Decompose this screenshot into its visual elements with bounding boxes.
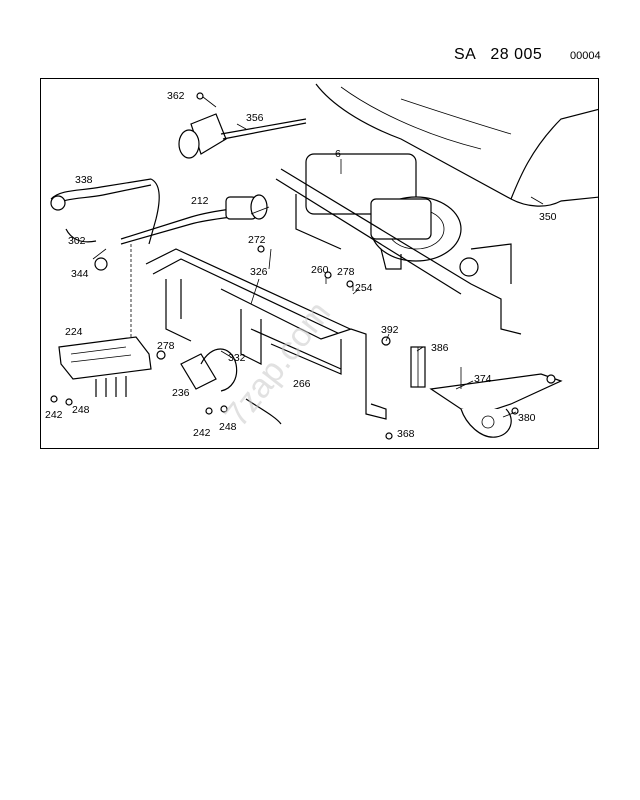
callout-212: 212 <box>191 195 209 207</box>
callout-302: 302 <box>68 235 86 247</box>
callout-278-lower: 278 <box>157 340 175 352</box>
callout-362: 362 <box>167 90 185 102</box>
callout-266: 266 <box>293 378 311 390</box>
plug-302-344 <box>65 228 108 271</box>
winch-6 <box>275 153 522 335</box>
callout-260: 260 <box>311 264 329 276</box>
callout-326: 326 <box>250 266 268 278</box>
callout-350: 350 <box>539 211 557 223</box>
callout-242-left: 242 <box>45 409 63 421</box>
leader-lines <box>220 123 544 418</box>
clamp-236 <box>180 348 282 425</box>
callout-278-upper: 278 <box>337 266 355 278</box>
callout-386: 386 <box>431 342 449 354</box>
diagram-subcode: 00004 <box>570 50 601 62</box>
callout-356: 356 <box>246 112 264 124</box>
callout-368: 368 <box>397 428 415 440</box>
callout-6: 6 <box>335 148 341 160</box>
control-box-224 <box>58 244 152 397</box>
callout-392: 392 <box>381 324 399 336</box>
callout-254: 254 <box>355 282 373 294</box>
tool-338 <box>50 178 160 245</box>
fasteners <box>50 245 519 440</box>
callout-332: 332 <box>228 352 246 364</box>
engine-body-350 <box>315 83 598 207</box>
exploded-view-drawing: 362 356 6 338 212 350 302 272 344 326 26… <box>45 83 598 440</box>
bracket-266 <box>145 248 387 420</box>
callout-374: 374 <box>474 373 492 385</box>
callout-338: 338 <box>75 174 93 186</box>
exploded-view-frame: 362 356 6 338 212 350 302 272 344 326 26… <box>40 78 599 449</box>
callout-248-right: 248 <box>219 421 237 433</box>
bracket-374 <box>429 367 563 438</box>
callout-344: 344 <box>71 268 89 280</box>
cable-212 <box>120 194 268 245</box>
part-386 <box>410 346 426 388</box>
callout-236: 236 <box>172 387 190 399</box>
callout-242-right: 242 <box>193 427 211 439</box>
callout-224: 224 <box>65 326 83 338</box>
callout-248-left: 248 <box>72 404 90 416</box>
spotlight-356 <box>178 92 307 159</box>
callout-380: 380 <box>518 412 536 424</box>
callout-272: 272 <box>248 234 266 246</box>
